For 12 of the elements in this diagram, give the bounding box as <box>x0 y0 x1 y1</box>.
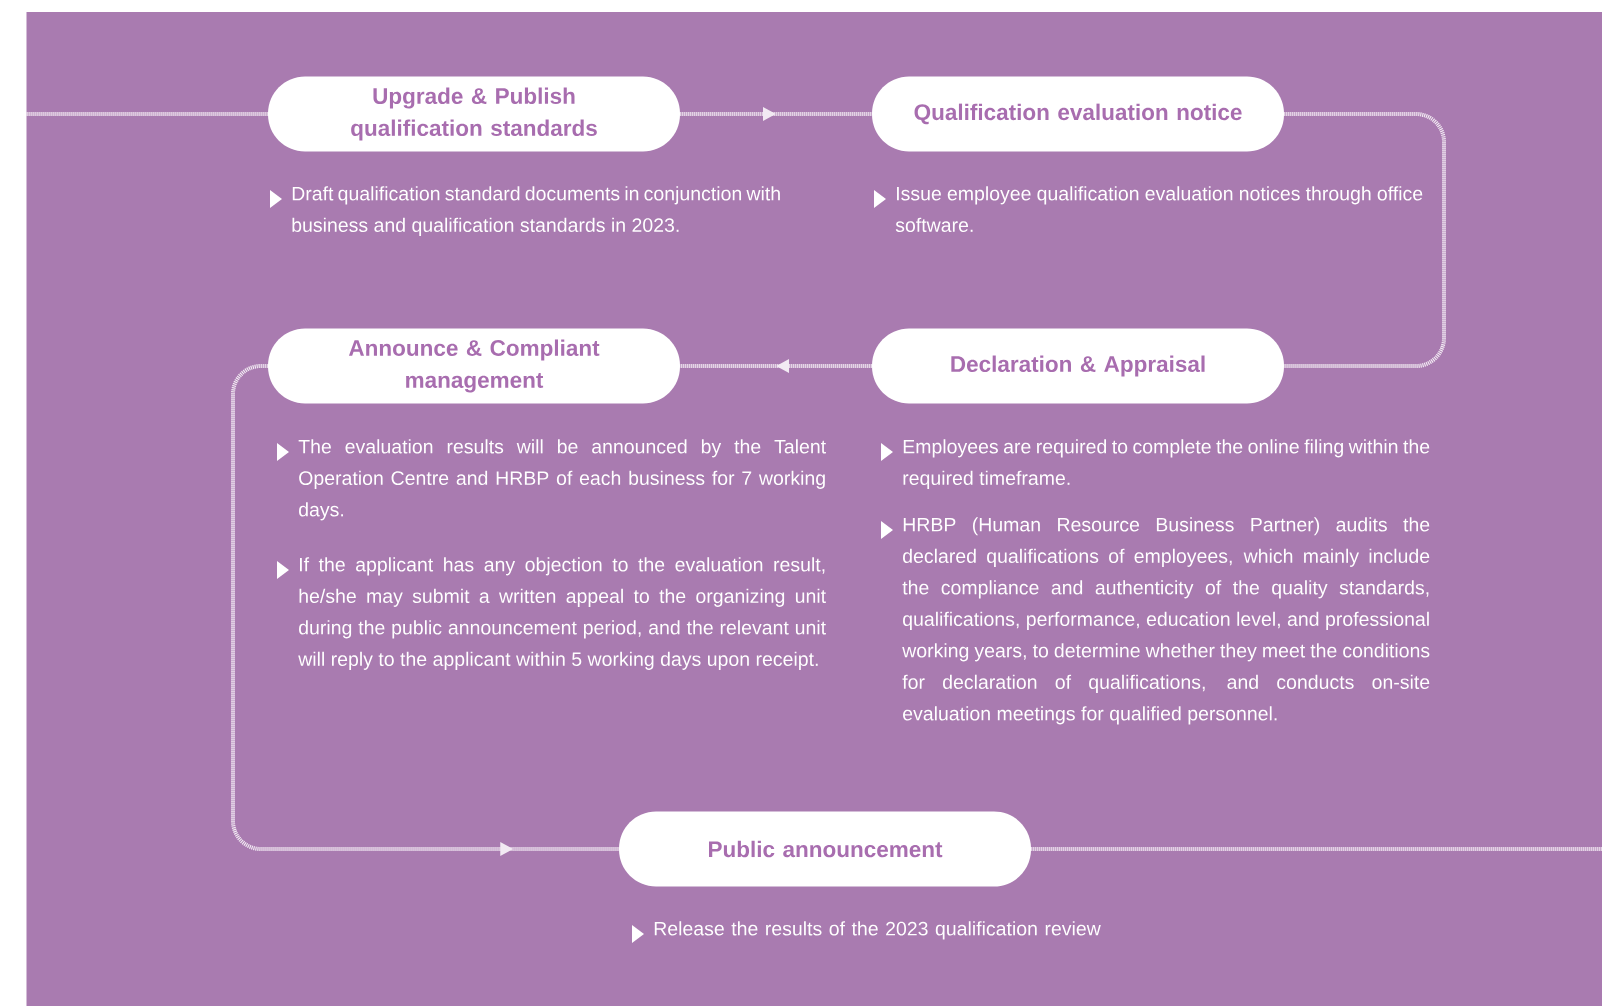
bullet-text: HRBP (Human Resource Business Partner) audits the declared qualifications of employees, which mainly include the compliance and authenticity of the quality standards, qualifications, performance, education level, and professional working years, to determine whether they meet the conditions for declaration of qualifications, and conducts on-site evaluation meetings for qualified personnel. <box>902 517 1430 725</box>
process-box: Public announcement <box>619 811 1031 887</box>
process-box: Declaration & Appraisal <box>872 328 1284 404</box>
bullet-text: The evaluation results will be announced by the Talent Operation Centre and HRBP of each business for 7 working days. <box>298 439 826 521</box>
process-box: Qualification evaluation notice <box>872 76 1284 152</box>
process-box: Announce & Compliant management <box>268 328 680 404</box>
bullet-text: Draft qualification standard documents in conjunction with business and qualification standards in 2023. <box>292 186 780 236</box>
bullet-text: Employees are required to complete the online filing within the required timeframe. <box>903 439 1430 489</box>
bullet-text: Release the results of the 2023 qualification review <box>654 921 1101 940</box>
bullet-text: If the applicant has any objection to the evaluation result, he/she may submit a written appeal to the organizing unit during the public announcement period, and the relevant unit will reply to the applicant within 5 working days upon receipt. <box>298 557 826 670</box>
bullet-text: Issue employee qualification evaluation notices through office software. <box>895 186 1423 232</box>
process-box: Upgrade & Publish qualification standards <box>268 76 680 152</box>
